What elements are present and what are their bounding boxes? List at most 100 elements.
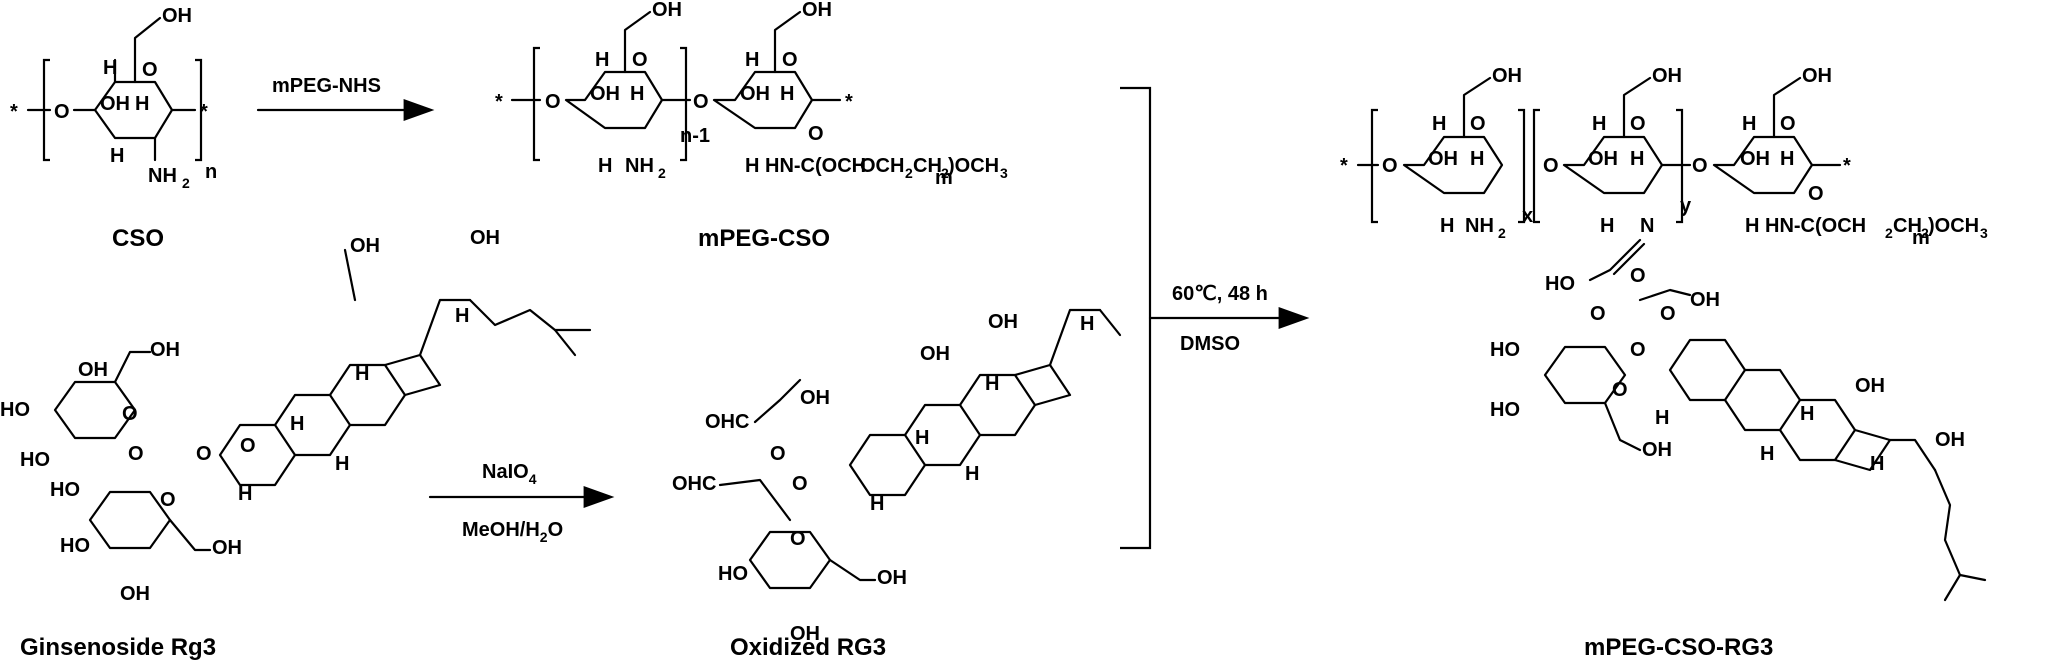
svg-text:HO: HO [60,535,90,557]
svg-text:O: O [790,528,806,550]
svg-text:MeOH/H2O: MeOH/H2O [462,519,563,545]
product-repeat-y: y [1680,195,1692,217]
svg-text:O: O [1612,379,1628,401]
svg-text:H: H [355,363,369,385]
svg-text:OH: OH [877,567,907,589]
svg-text:OH: OH [1802,65,1832,87]
svg-text:O: O [196,443,212,465]
svg-text:OH: OH [1642,439,1672,461]
mpeg-cso-repeat-n1: n-1 [680,125,710,147]
svg-text:OH: OH [790,623,820,645]
svg-text:O: O [632,49,648,71]
svg-text:OH: OH [1428,148,1458,170]
svg-text:O: O [54,101,70,123]
svg-text:NH: NH [148,165,177,187]
svg-text:H: H [1780,148,1794,170]
svg-text:O: O [693,91,709,113]
svg-text:H: H [595,49,609,71]
svg-text:OH: OH [470,227,500,249]
svg-text:OH: OH [1690,289,1720,311]
svg-text:H: H [1870,453,1884,475]
svg-text:OH: OH [988,311,1018,333]
svg-text:OHC: OHC [705,411,749,433]
step2-reagent: NaIO [482,461,529,483]
svg-text:H: H [1760,443,1774,465]
svg-text:O: O [1630,265,1646,287]
mpeg-cso-structure: * O OH H O OH H H NH 2 n-1 O OH H O OH H… [495,0,1008,252]
svg-text:H: H [290,413,304,435]
step2-arrow: NaIO4 MeOH/H2O [428,461,615,545]
svg-text:H: H [110,145,124,167]
svg-text:O: O [128,443,144,465]
svg-text:OH: OH [150,339,180,361]
svg-text:HO: HO [718,563,748,585]
svg-text:O: O [1590,303,1606,325]
product-label: mPEG-CSO-RG3 [1584,634,1773,661]
svg-text:O: O [160,489,176,511]
svg-text:2: 2 [182,175,190,191]
svg-text:OH: OH [1935,429,1965,451]
step3-solvent: DMSO [1180,333,1240,355]
svg-text:)OCH: )OCH [948,155,999,177]
svg-text:O: O [142,59,158,81]
mpeg-cso-repeat-m: m [935,167,953,189]
svg-text:2: 2 [941,165,949,181]
svg-text:O: O [1780,113,1796,135]
svg-text:H: H [1745,215,1759,237]
svg-text:H: H [135,93,149,115]
svg-text:OH: OH [1855,375,1885,397]
svg-text:*: * [10,101,18,123]
svg-text:H: H [455,305,469,327]
oxidized-rg3-label: Oxidized RG3 [730,634,886,661]
svg-text:NH: NH [1465,215,1494,237]
svg-text:HO: HO [1490,399,1520,421]
cso-label: CSO [112,225,164,252]
step1-arrow: mPEG-NHS [256,75,435,121]
svg-text:OH: OH [120,583,150,605]
svg-text:H: H [780,83,794,105]
svg-text:O: O [1470,113,1486,135]
svg-text:H: H [1470,148,1484,170]
svg-text:OH: OH [800,387,830,409]
svg-text:CH: CH [1893,215,1922,237]
reactants-bracket [1120,86,1152,550]
svg-text:OH: OH [350,235,380,257]
svg-text:H: H [1742,113,1756,135]
cso-structure: * O H OH O OH H H NH 2 n * CSO [10,5,217,252]
svg-text:H: H [1440,215,1454,237]
svg-text:H: H [238,483,252,505]
svg-text:NH: NH [625,155,654,177]
svg-text:NaIO4: NaIO4 [482,461,537,487]
svg-text:H: H [1655,407,1669,429]
svg-text:3: 3 [1000,165,1008,181]
svg-text:*: * [1340,155,1348,177]
svg-text:O: O [1382,155,1398,177]
svg-text:H: H [1630,148,1644,170]
product-repeat-x: x [1522,205,1533,227]
svg-text:O: O [770,443,786,465]
svg-text:H: H [745,49,759,71]
svg-text:H: H [870,493,884,515]
svg-text:O: O [782,49,798,71]
svg-text:HO: HO [1490,339,1520,361]
step2-solvent: MeOH/H [462,519,540,541]
svg-text:H: H [1592,113,1606,135]
svg-text:O: O [1543,155,1559,177]
svg-text:O: O [122,403,138,425]
svg-text:H: H [965,463,979,485]
svg-text:OCH: OCH [860,155,904,177]
svg-text:OH: OH [1588,148,1618,170]
svg-text:3: 3 [1980,225,1988,241]
svg-text:2: 2 [1921,225,1929,241]
svg-text:O: O [1630,339,1646,361]
svg-text:OH: OH [1492,65,1522,87]
svg-text:O: O [1808,183,1824,205]
svg-text:*: * [845,91,853,113]
svg-text:H: H [1080,313,1094,335]
svg-text:*: * [495,91,503,113]
step1-reagent: mPEG-NHS [272,75,381,97]
cso-repeat-n: n [205,161,217,183]
svg-text:O: O [1630,113,1646,135]
svg-text:OH: OH [652,0,682,21]
svg-text:OH: OH [1740,148,1770,170]
